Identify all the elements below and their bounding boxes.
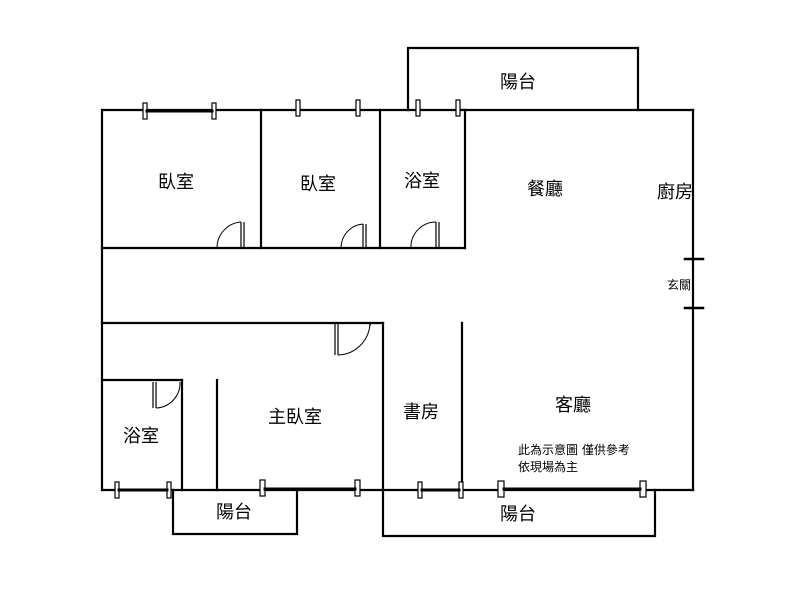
note-line-1: 此為示意圖 僅供參考: [518, 442, 630, 457]
balcony-bottom-left-outline: [171, 488, 299, 536]
door-bathroom-top: [410, 221, 440, 249]
room-label-balcony-bottom-left: 陽台: [216, 502, 252, 523]
interior-walls: [100, 108, 467, 492]
room-label-living: 客廳: [555, 395, 591, 416]
room-label-master-bedroom: 主臥室: [268, 407, 322, 428]
entrance-door-marks: [683, 257, 705, 310]
room-label-bedroom-1: 臥室: [158, 172, 194, 193]
door-master-bedroom: [334, 322, 371, 356]
balcony-bottom-right-outline: [381, 488, 657, 538]
room-label-balcony-bottom-right: 陽台: [500, 504, 536, 525]
door-bathroom-bottom: [152, 381, 181, 409]
room-label-balcony-top: 陽台: [500, 72, 536, 93]
outer-walls: [100, 108, 695, 492]
door-bedroom-2: [340, 223, 367, 249]
room-label-dining: 餐廳: [527, 179, 563, 200]
note-line-2: 依現場為主: [518, 459, 578, 474]
door-bedroom-1: [216, 221, 245, 249]
windows-top: [142, 99, 461, 120]
room-label-bathroom-top: 浴室: [404, 171, 440, 192]
room-label-entrance: 玄關: [667, 277, 691, 292]
room-label-bedroom-2: 臥室: [300, 174, 336, 195]
balcony-top-outline: [406, 46, 640, 112]
windows-bottom: [114, 479, 647, 499]
room-label-study: 書房: [403, 402, 439, 423]
room-label-kitchen: 廚房: [657, 181, 693, 203]
room-label-bathroom-bottom: 浴室: [123, 426, 159, 447]
